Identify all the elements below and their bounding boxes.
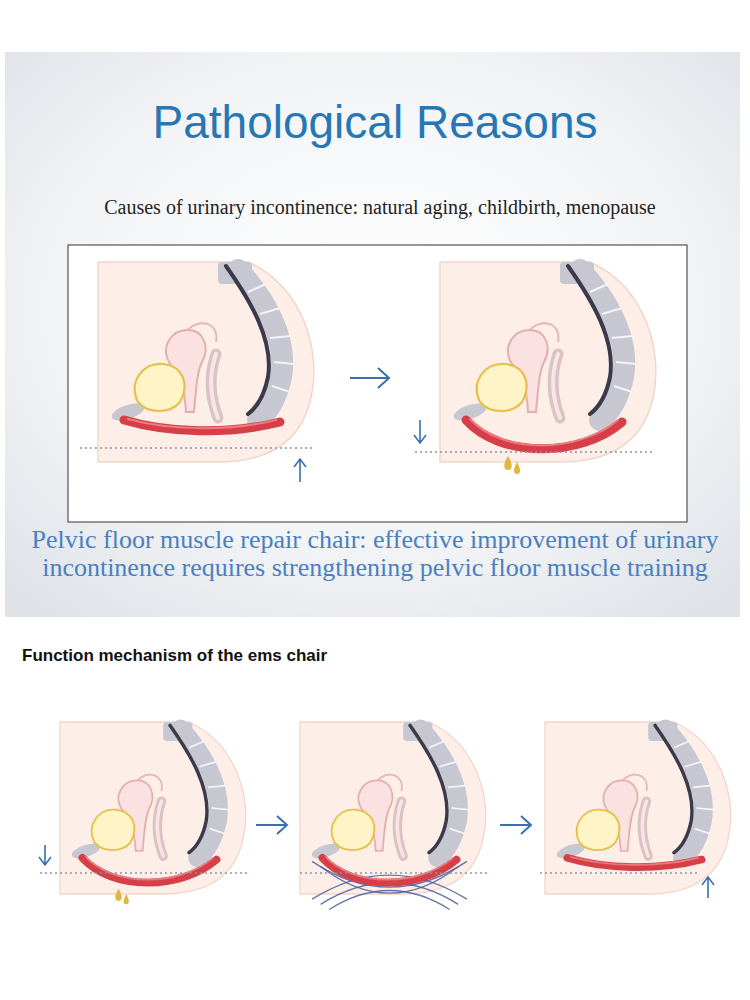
blue-caption: Pelvic floor muscle repair chair: effect… bbox=[28, 526, 722, 582]
level-line bbox=[540, 872, 700, 874]
down-arrow bbox=[414, 420, 426, 443]
down-arrow bbox=[39, 845, 51, 865]
pelvis-figure bbox=[300, 722, 486, 894]
sagging-muscle bbox=[466, 419, 622, 449]
level-line bbox=[415, 451, 655, 453]
leak-drops bbox=[115, 889, 129, 904]
level-line bbox=[80, 447, 312, 449]
up-arrow bbox=[702, 877, 714, 898]
pelvis-figure bbox=[440, 262, 656, 462]
stimulated-muscle bbox=[322, 857, 456, 883]
level-line bbox=[40, 872, 250, 874]
pelvic-floor-muscle bbox=[567, 857, 701, 867]
figure-frame bbox=[68, 245, 687, 522]
pelvis-figure bbox=[545, 722, 731, 894]
sagging-muscle bbox=[82, 857, 216, 883]
section-heading: Function mechanism of the ems chair bbox=[22, 645, 622, 667]
subtitle: Causes of urinary incontinence: natural … bbox=[0, 194, 750, 220]
up-arrow bbox=[294, 459, 306, 482]
pelvis-figure bbox=[98, 262, 314, 462]
pelvis-figure bbox=[60, 722, 246, 894]
leak-drops bbox=[504, 456, 520, 474]
flow-arrow bbox=[500, 816, 531, 834]
flow-arrow bbox=[350, 368, 389, 388]
flow-arrow bbox=[256, 816, 287, 834]
title: Pathological Reasons bbox=[0, 94, 750, 150]
pelvic-floor-muscle bbox=[124, 419, 280, 431]
level-line bbox=[300, 872, 490, 874]
